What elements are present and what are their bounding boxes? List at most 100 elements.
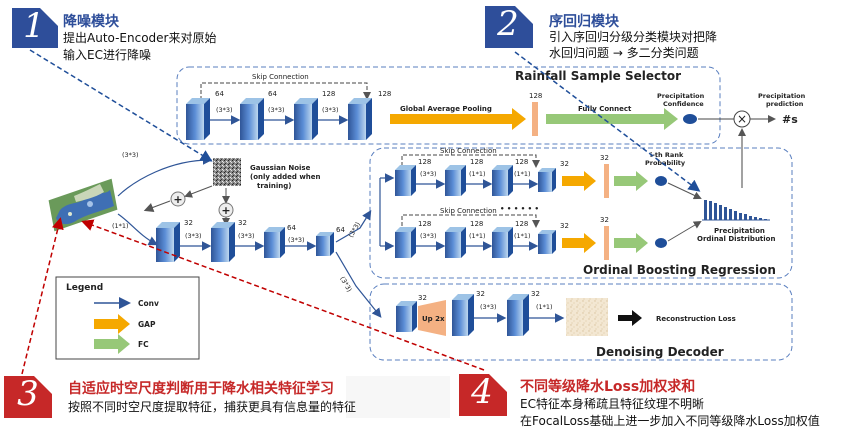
- selector-skip-label: Skip Connection: [252, 73, 309, 81]
- selector-confidence-label-1: Precipitation: [657, 92, 705, 100]
- ordinal-top-conv-3: [492, 165, 513, 196]
- ordinal-bottom-ch-2: 128: [470, 220, 483, 228]
- ordinal-top-kernel-1: (3*3): [420, 170, 437, 178]
- callout-4-line-2: 在FocalLoss基础上进一步加入不同等级降水Loss加权值: [520, 414, 820, 428]
- ordinal-top-gap-arrow: [562, 171, 596, 191]
- decoder-conv-block-1: [396, 301, 417, 332]
- noise-label-1: Gaussian Noise: [250, 164, 311, 172]
- ordinal-bottom-gap-ch: 32: [600, 216, 609, 224]
- ordinal-rank-label-1: i-th Rank: [650, 151, 684, 159]
- encoder-ch-d: 64: [336, 226, 345, 234]
- encoder-conv-block-1: [156, 222, 180, 262]
- gaussian-noise-patch: [213, 158, 241, 186]
- reconstruction-label: Reconstruction Loss: [656, 315, 736, 323]
- encoder-conv-block-4: [316, 232, 334, 256]
- selector-gap-bar: [532, 102, 538, 136]
- ordinal-top-rank-node: [655, 176, 667, 186]
- legend-conv-label: Conv: [138, 299, 159, 308]
- callout-1-badge: [12, 8, 58, 48]
- ordinal-bottom-conv-2: [445, 227, 466, 258]
- callout-3-title: 自适应时空尺度判断用于降水相关特征学习: [68, 381, 334, 397]
- ordinal-bottom-ch-1: 128: [418, 220, 431, 228]
- ordinal-top-conv-1: [395, 165, 416, 196]
- ordinal-skip-label-top: Skip Connection: [440, 147, 497, 155]
- selector-confidence-node: [683, 114, 697, 124]
- ordinal-bottom-kernel-3: (1*1): [514, 232, 531, 240]
- callout-1-number: 1: [23, 6, 45, 46]
- ordinal-bottom-conv-4: [538, 230, 556, 254]
- selector-kernel-1: (3*3): [216, 106, 233, 114]
- selector-fc-label: Fully Connect: [578, 105, 632, 113]
- selector-gap-arrow: [390, 108, 526, 130]
- prediction-label-2: prediction: [766, 100, 804, 108]
- callout-2-line-1: 引入序回归分级分类模块对把降: [549, 30, 718, 44]
- legend-fc-label: FC: [138, 340, 149, 349]
- encoder-to-ordinal-line: [335, 209, 372, 243]
- reconstruction-output: [566, 298, 608, 336]
- selector-gap-ch: 128: [529, 92, 542, 100]
- ordinal-skip-label-bottom: Skip Connection: [440, 207, 497, 215]
- ordinal-bottom-kernel-2: (1*1): [469, 232, 486, 240]
- selector-confidence-label-2: Confidence: [663, 100, 704, 108]
- input-to-noise-line: [117, 155, 213, 197]
- callout-2-line-2: 水回归问题 → 多二分类问题: [549, 46, 699, 60]
- callout-3-highlight: [346, 376, 450, 418]
- legend-gap-swatch: [94, 314, 130, 334]
- selector-ch-3: 128: [322, 90, 335, 98]
- callout-2-badge: [485, 6, 533, 48]
- encoder-conv-block-2: [211, 222, 235, 262]
- ordinal-bottom-fc-arrow: [614, 233, 648, 253]
- distribution-label-2: Ordinal Distribution: [697, 235, 775, 243]
- rank-bottom-to-dist-line: [667, 220, 702, 242]
- ordinal-skip-line-top: [401, 154, 540, 168]
- encoder-conv-block-3: [264, 227, 285, 258]
- decoder-conv-block-3: [507, 294, 529, 336]
- noise-label-2: (only added when: [250, 173, 321, 181]
- selector-ch-1: 64: [215, 90, 224, 98]
- ordinal-skip-line-bottom: [401, 214, 540, 228]
- ordinal-bottom-gap-bar: [604, 226, 609, 260]
- callout-1-line-1: 提出Auto-Encoder来对原始: [63, 31, 217, 45]
- selector-ch-4: 128: [378, 90, 391, 98]
- prediction-label-1: Precipitation: [758, 92, 806, 100]
- callout-3-line-1: 按照不同时空尺度提取特征，捕获更具有信息量的特征: [68, 400, 357, 414]
- ordinal-bottom-rank-node: [655, 238, 667, 248]
- callout-4-badge: [459, 374, 507, 416]
- decoder-ch-3: 32: [531, 290, 540, 298]
- noise-label-3: training): [257, 182, 292, 190]
- noise-add-symbol: +: [221, 204, 230, 217]
- selector-kernel-3: (3*3): [322, 106, 339, 114]
- ordinal-module-box: [369, 147, 793, 279]
- noise-to-left-add-line: [184, 185, 213, 198]
- callout-4-line-1: EC特征本身稀疏且特征纹理不明晰: [520, 397, 704, 411]
- legend-fc-swatch: [94, 334, 130, 354]
- ordinal-title: Ordinal Boosting Regression: [583, 263, 776, 277]
- selector-conv-block-3: [294, 98, 318, 140]
- selector-conv-block-1: [186, 98, 210, 140]
- encoder-to-decoder-line: [335, 251, 382, 318]
- input-to-encoder-line: [117, 213, 159, 246]
- callout-4-connector: [81, 219, 485, 371]
- encoder-kernel-3: (3*3): [288, 236, 305, 244]
- legend-title: Legend: [66, 283, 103, 293]
- ordinal-distribution-bars: [702, 200, 770, 221]
- ordinal-bottom-ch-4: 32: [560, 222, 569, 230]
- selector-skip-line: [200, 82, 371, 100]
- encoder-kernel-up: (3*3): [347, 221, 362, 239]
- callout-3-number: 3: [17, 374, 39, 414]
- callout-2-title: 序回归模块: [549, 14, 619, 30]
- ordinal-top-gap-bar: [604, 164, 609, 198]
- ordinal-top-kernel-2: (1*1): [469, 170, 486, 178]
- callout-1-title: 降噪模块: [63, 14, 119, 30]
- selector-title: Rainfall Sample Selector: [515, 69, 681, 83]
- left-add-node: [170, 191, 186, 207]
- left-add-to-input-line: [143, 200, 171, 212]
- decoder-kernel-1: (3*3): [480, 303, 497, 311]
- input-kernel-top: (3*3): [122, 151, 139, 159]
- selector-gap-label: Global Average Pooling: [400, 105, 492, 113]
- callout-3-connector: [21, 217, 64, 375]
- encoder-ch-a: 32: [184, 219, 193, 227]
- ordinal-dots: • • • • • •: [500, 205, 539, 213]
- ordinal-top-fc-arrow: [614, 171, 648, 191]
